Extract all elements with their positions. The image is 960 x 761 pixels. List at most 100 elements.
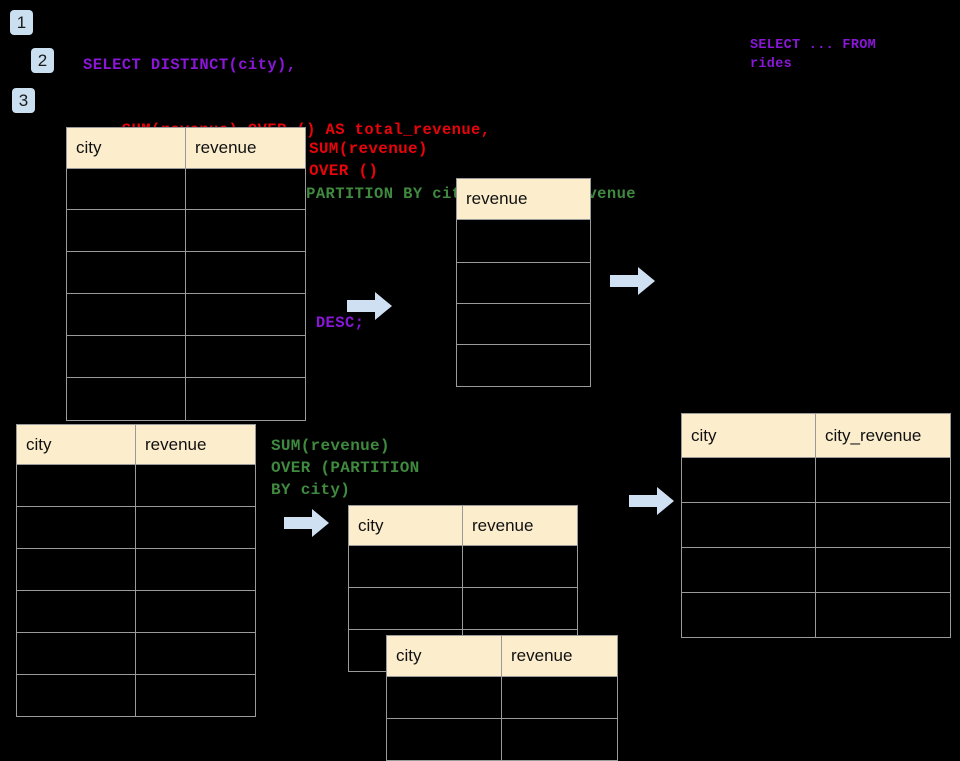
annotation-sum-over-empty: SUM(revenue) OVER () <box>309 140 428 180</box>
annotation-sum-over-partition: SUM(revenue) OVER (PARTITION BY city) <box>271 437 420 499</box>
table-cell <box>16 506 136 549</box>
table-body <box>681 457 951 638</box>
table-cell <box>135 464 256 507</box>
table-row <box>386 718 618 761</box>
table-cell <box>681 457 816 503</box>
table-body <box>16 464 256 717</box>
table-cell <box>501 718 618 761</box>
table-header-row: city city_revenue <box>681 413 951 458</box>
table-row <box>16 548 256 591</box>
partition-group-table-back: city revenue <box>348 505 578 672</box>
table-row <box>456 344 591 387</box>
table-row <box>66 293 306 336</box>
table-cell <box>135 632 256 675</box>
table-cell <box>135 590 256 633</box>
column-header-city: city <box>386 635 502 677</box>
table-cell <box>456 344 591 387</box>
table-row <box>681 502 951 548</box>
table-row <box>16 506 256 549</box>
table-row <box>16 464 256 507</box>
table-row <box>16 590 256 633</box>
table-cell <box>462 587 578 630</box>
table-cell <box>185 335 306 378</box>
table-row <box>348 587 578 630</box>
column-header-revenue: revenue <box>501 635 618 677</box>
table-cell <box>66 335 186 378</box>
table-body <box>66 168 306 421</box>
right-arrow-icon <box>347 292 392 320</box>
column-header-city-revenue: city_revenue <box>815 413 951 458</box>
table-cell <box>16 632 136 675</box>
partition-group-table-front: city revenue <box>386 635 618 761</box>
table-cell <box>348 545 463 588</box>
column-header-city: city <box>681 413 816 458</box>
right-arrow-icon <box>629 487 674 515</box>
table-header-row: city revenue <box>386 635 618 677</box>
table-header-row: city revenue <box>16 424 256 465</box>
table-cell <box>456 303 591 345</box>
column-header-city: city <box>66 127 186 169</box>
table-header-row: revenue <box>456 178 591 220</box>
table-cell <box>815 457 951 503</box>
table-cell <box>66 251 186 294</box>
table-row <box>66 209 306 252</box>
table-row <box>348 545 578 588</box>
total-revenue-table: revenue <box>456 178 591 387</box>
table-row <box>456 262 591 304</box>
column-header-revenue: revenue <box>456 178 591 220</box>
table-cell <box>501 676 618 719</box>
diagram-canvas: 1 2 3 SELECT DISTINCT(city), SUM(revenue… <box>10 10 951 761</box>
table-header-row: city revenue <box>66 127 306 169</box>
table-row <box>386 676 618 719</box>
table-cell <box>462 545 578 588</box>
table-body <box>386 676 618 761</box>
table-cell <box>16 674 136 717</box>
table-row <box>681 457 951 503</box>
table-cell <box>456 262 591 304</box>
right-arrow-icon <box>610 267 655 295</box>
table-cell <box>348 587 463 630</box>
table-cell <box>815 502 951 548</box>
rides-source-table: city revenue <box>66 127 306 421</box>
table-cell <box>185 377 306 421</box>
table-header-row: city revenue <box>348 505 578 546</box>
table-cell <box>386 718 502 761</box>
table-cell <box>135 674 256 717</box>
rides-source-table-2: city revenue <box>16 424 256 717</box>
arrow-total-to-result <box>610 266 656 296</box>
table-cell <box>185 293 306 336</box>
table-cell <box>66 377 186 421</box>
arrow-source2-to-partition <box>284 508 330 538</box>
table-row <box>66 168 306 210</box>
table-cell <box>185 209 306 252</box>
table-cell <box>681 547 816 593</box>
arrow-source-to-total <box>347 291 393 321</box>
table-cell <box>456 219 591 263</box>
table-row <box>456 219 591 263</box>
sql-line-1: SELECT DISTINCT(city), <box>83 56 297 74</box>
table-cell <box>185 168 306 210</box>
table-cell <box>681 502 816 548</box>
table-cell <box>66 168 186 210</box>
column-header-city: city <box>16 424 136 465</box>
table-cell <box>815 547 951 593</box>
step-badge-1: 1 <box>10 10 33 35</box>
arrow-partition-to-result <box>629 486 675 516</box>
table-cell <box>386 676 502 719</box>
table-body <box>456 219 591 387</box>
table-cell <box>16 464 136 507</box>
table-cell <box>681 592 816 638</box>
step-badge-2: 2 <box>31 48 54 73</box>
column-header-revenue: revenue <box>462 505 578 546</box>
table-cell <box>16 548 136 591</box>
table-cell <box>66 209 186 252</box>
table-row <box>16 632 256 675</box>
table-row <box>66 251 306 294</box>
table-row <box>16 674 256 717</box>
right-arrow-icon <box>284 509 329 537</box>
table-cell <box>66 293 186 336</box>
table-cell <box>815 592 951 638</box>
column-header-revenue: revenue <box>135 424 256 465</box>
table-cell <box>16 590 136 633</box>
step-badge-3: 3 <box>12 88 35 113</box>
